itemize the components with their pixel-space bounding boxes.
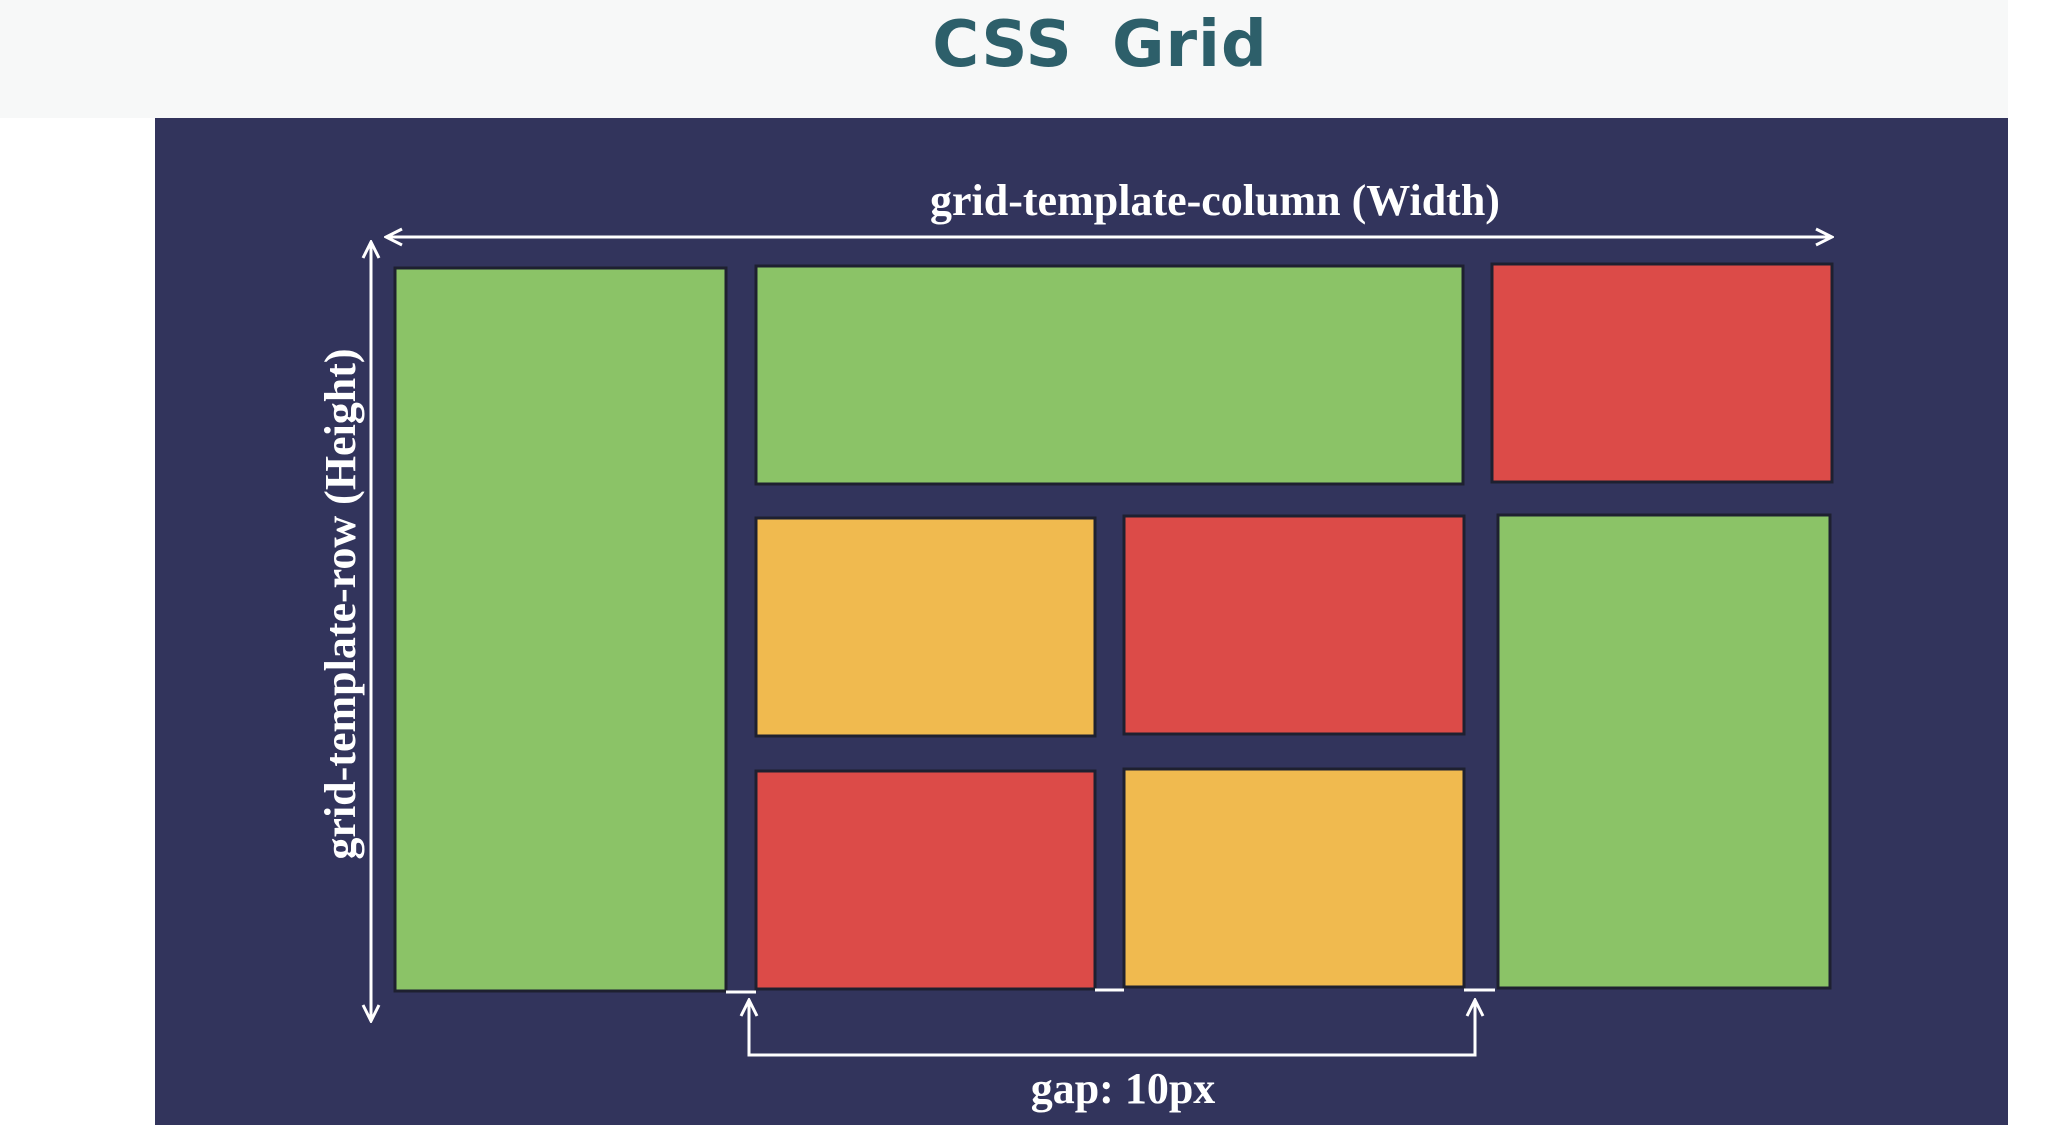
gap-bracket-arrow [749, 1000, 1475, 1057]
title-band [0, 0, 2008, 118]
column-width-label: grid-template-column (Width) [930, 176, 1500, 225]
row-height-label: grid-template-row (Height) [316, 348, 365, 859]
page-title: CSS Grid [932, 8, 1268, 82]
grid-item-right-tall [1496, 513, 1832, 990]
grid-item-middle-left [754, 516, 1097, 738]
grid-item-bottom-left [754, 769, 1097, 991]
grid-item-left-tall [393, 266, 728, 993]
grid-item-top-right [1490, 262, 1834, 484]
diagram-panel: grid-template-column (Width) grid-templa… [155, 118, 2008, 1125]
grid-item-middle-center [1122, 514, 1466, 736]
grid-item-bottom-center [1122, 767, 1466, 989]
grid-diagram: grid-template-column (Width) grid-templa… [316, 176, 2008, 1113]
grid-item-top-wide [754, 264, 1465, 486]
gap-label: gap: 10px [1031, 1064, 1216, 1113]
